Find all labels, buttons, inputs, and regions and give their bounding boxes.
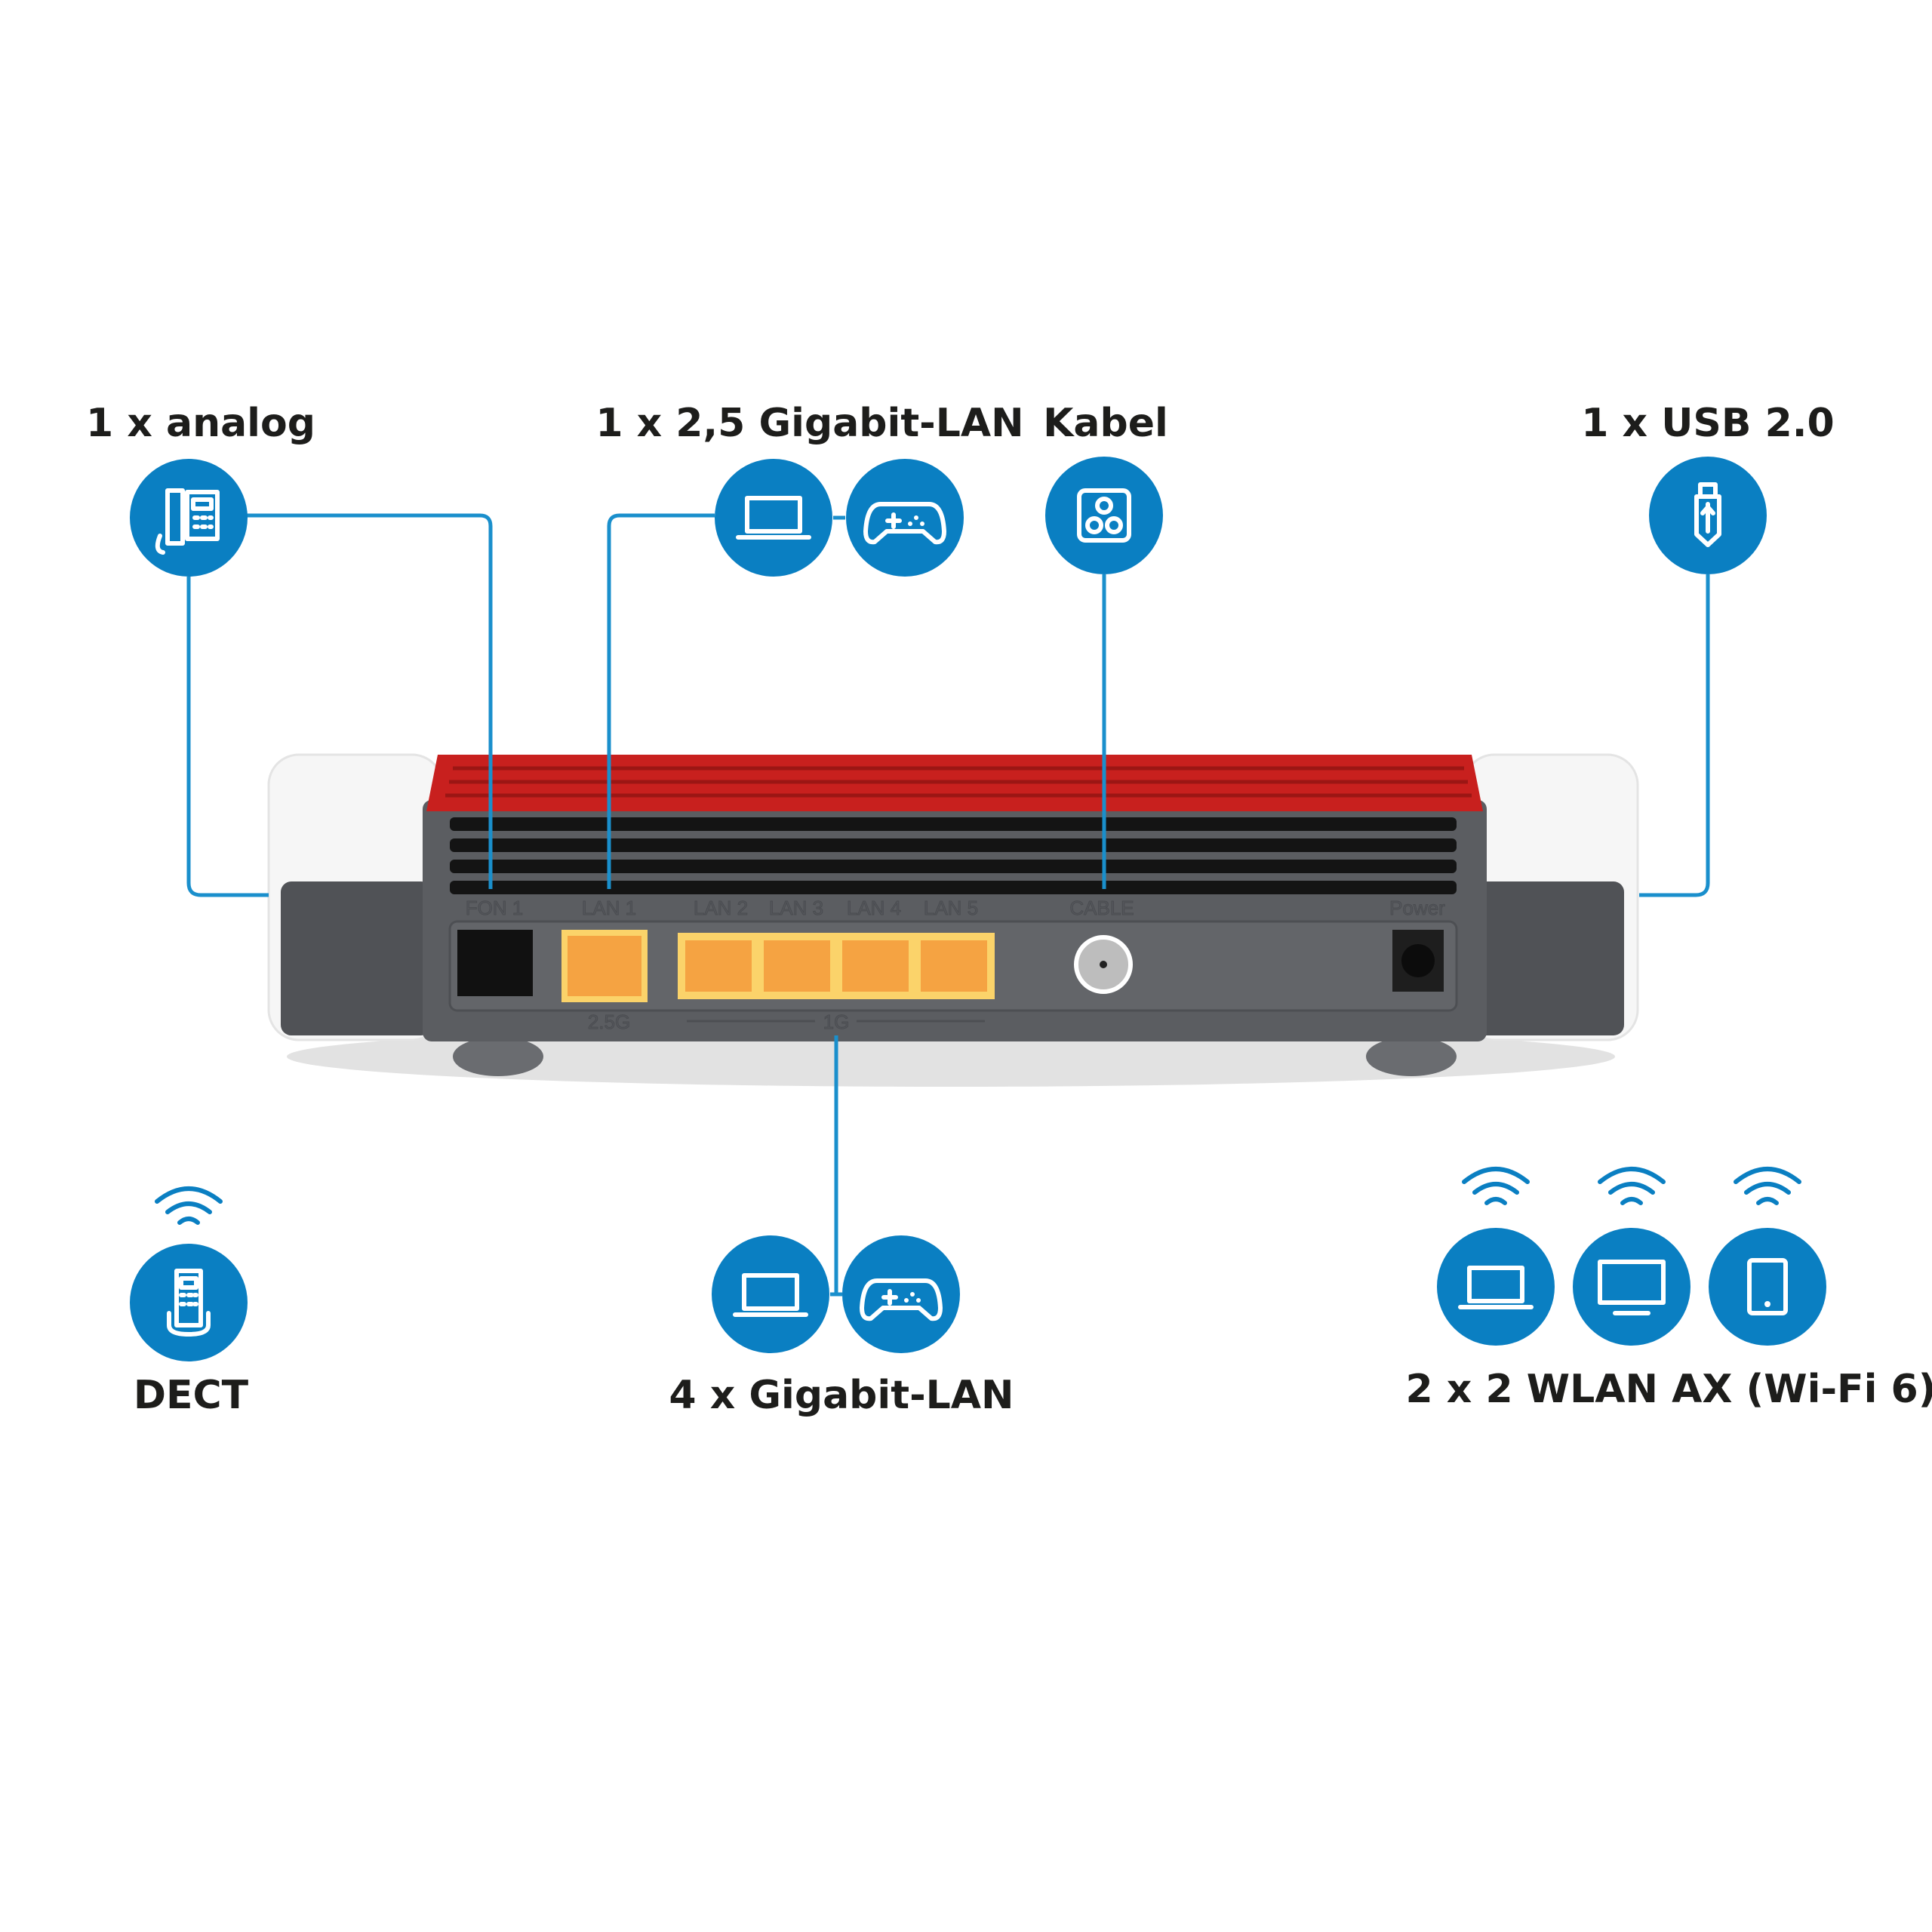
router-top-ridges (445, 766, 1472, 798)
wifi-signal-icon (1462, 1167, 1530, 1205)
lan5-port[interactable] (915, 934, 993, 998)
router-left-side (281, 881, 432, 1035)
label-lan25: 1 x 2,5 Gigabit-LAN (595, 401, 1023, 446)
connector-line-lan1 (607, 513, 715, 889)
label-cable: Kabel (1043, 401, 1168, 446)
wifi-signal-icon (155, 1186, 223, 1225)
wifi-signal-icon (1734, 1167, 1801, 1205)
dect-handset-icon (130, 1244, 248, 1361)
cable-port-pin (1100, 961, 1107, 968)
router-right-side (1473, 881, 1624, 1035)
label-usb: 1 x USB 2.0 (1581, 401, 1834, 446)
gamepad-icon (842, 1235, 960, 1353)
lan1-port[interactable] (561, 930, 648, 1002)
label-wlan: 2 x 2 WLAN AX (Wi-Fi 6) (1406, 1367, 1932, 1412)
lan2-port[interactable] (679, 934, 758, 998)
port-label-lan4: LAN 4 (847, 897, 901, 919)
port-label-lan5: LAN 5 (924, 897, 978, 919)
laptop-icon (715, 459, 832, 577)
port-label-fon1: FON 1 (466, 897, 524, 919)
fon1-port[interactable] (457, 930, 533, 996)
analog-phone-icon (130, 459, 248, 577)
lan3-port[interactable] (758, 934, 836, 998)
port-label-power: Power (1389, 897, 1445, 919)
power-jack (1401, 944, 1435, 977)
router-foot (1366, 1037, 1457, 1076)
label-lan4: 4 x Gigabit-LAN (669, 1373, 1014, 1418)
port-label-lan2: LAN 2 (694, 897, 748, 919)
router-vents (450, 817, 1457, 894)
laptop-icon (1437, 1228, 1555, 1346)
coax-cable-icon (1045, 457, 1163, 574)
connector-line-fon1 (246, 513, 493, 889)
monitor-icon (1573, 1228, 1690, 1346)
tablet-icon (1709, 1228, 1826, 1346)
connector-line-analog-side (186, 577, 269, 897)
port-label-lan1: LAN 1 (582, 897, 636, 919)
speed-label-25g: 2.5G (588, 1011, 630, 1033)
label-analog: 1 x analog (86, 401, 315, 446)
wifi-signal-icon (1598, 1167, 1666, 1205)
laptop-icon (712, 1235, 829, 1353)
speed-label-1g: 1G (823, 1011, 850, 1033)
lan4-port[interactable] (836, 934, 915, 998)
gamepad-icon (846, 459, 964, 577)
router-foot (453, 1037, 543, 1076)
label-dect: DECT (134, 1373, 249, 1418)
port-label-cable: CABLE (1069, 897, 1134, 919)
port-label-lan3: LAN 3 (769, 897, 823, 919)
connector-line-usb (1639, 574, 1710, 897)
usb-stick-icon (1649, 457, 1767, 574)
